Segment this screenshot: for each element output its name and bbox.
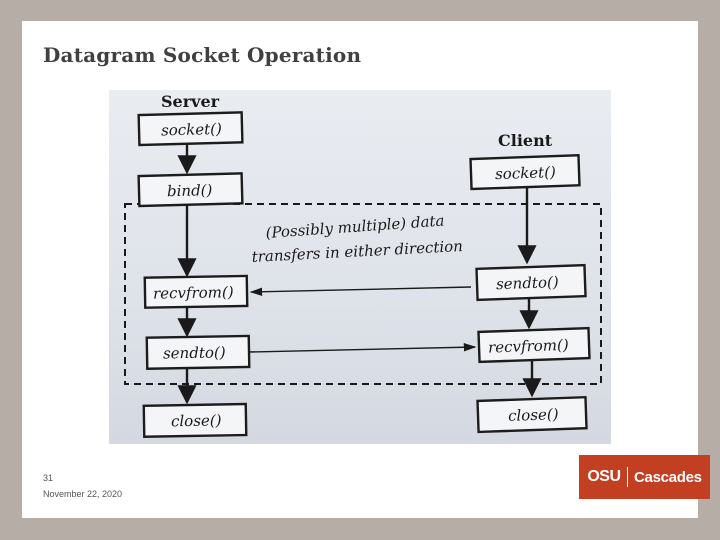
transfer-arrow-to-server	[249, 286, 472, 296]
client-close-call: close()	[508, 405, 559, 425]
client-recvfrom-call: recvfrom()	[488, 336, 569, 357]
server-socket-call: socket()	[161, 120, 222, 140]
transfer-arrow-to-client	[248, 343, 477, 353]
server-bind-box	[137, 172, 244, 208]
osu-cascades-logo: OSU Cascades	[579, 455, 710, 499]
client-sendto-call: sendto()	[496, 273, 559, 293]
server-close-box	[142, 402, 248, 439]
client-close-box	[476, 395, 588, 434]
transfer-note-line2: transfers in either direction	[251, 237, 463, 266]
transfer-note-line1: (Possibly multiple) data	[265, 212, 445, 242]
server-recvfrom-box	[143, 274, 249, 309]
socket-diagram-photo: Server Client (Possibly multiple) data t…	[109, 90, 611, 444]
server-bind-call: bind()	[167, 181, 213, 200]
server-close-call: close()	[171, 411, 222, 430]
slide-title: Datagram Socket Operation	[43, 43, 362, 67]
slide-date: November 22, 2020	[43, 489, 123, 499]
server-sendto-call: sendto()	[163, 343, 226, 362]
server-sendto-box	[145, 334, 251, 370]
logo-osu-text: OSU	[587, 468, 621, 485]
client-sendto-box	[475, 263, 587, 302]
transfer-region	[124, 203, 602, 385]
server-recvfrom-call: recvfrom()	[153, 283, 234, 302]
client-socket-call: socket()	[495, 163, 557, 183]
logo-name-text: Cascades	[634, 468, 702, 486]
slide: Datagram Socket Operation Server Client …	[22, 21, 710, 518]
socket-diagram: Server Client (Possibly multiple) data t…	[124, 92, 602, 439]
slide-number: 31	[43, 473, 54, 483]
client-socket-box	[469, 154, 581, 191]
logo-divider	[626, 467, 628, 487]
server-socket-box	[137, 111, 244, 147]
server-heading: Server	[161, 92, 220, 111]
client-heading: Client	[498, 131, 553, 150]
client-recvfrom-box	[477, 326, 591, 364]
